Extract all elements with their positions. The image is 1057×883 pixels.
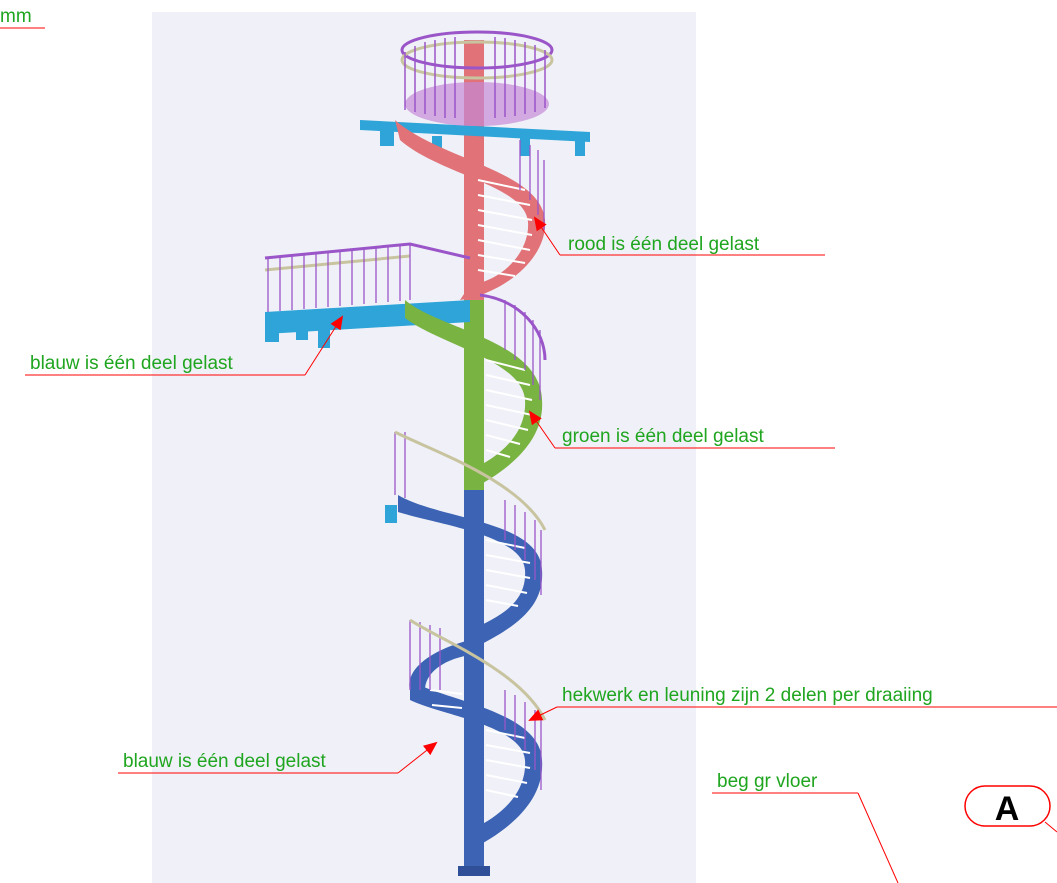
annotation-green: groen is één deel gelast [528,410,835,449]
annotation-railing-text: hekwerk en leuning zijn 2 delen per draa… [562,685,933,706]
annotation-blue-bottom: blauw is één deel gelast [118,741,438,774]
annotation-blue-bottom-text: blauw is één deel gelast [123,751,327,772]
left-landing [264,242,471,348]
annotation-railing: hekwerk en leuning zijn 2 delen per draa… [528,685,1057,721]
unit-label: mm [0,6,32,27]
annotation-red-text: rood is één deel gelast [568,234,760,255]
section-marker-letter: A [995,790,1020,828]
red-stair-section [395,120,546,300]
section-marker-a: A [964,785,1057,833]
annotation-blue-top-text: blauw is één deel gelast [30,353,234,374]
annotation-blue-top: blauw is één deel gelast [25,315,344,376]
green-stair-section [405,293,547,490]
annotation-green-text: groen is één deel gelast [562,426,764,447]
annotation-floor-text: beg gr vloer [717,771,818,792]
annotation-red: rood is één deel gelast [533,216,825,256]
annotation-floor: beg gr vloer [712,771,899,883]
top-railing [404,37,546,118]
blue-stair-section [385,430,547,850]
